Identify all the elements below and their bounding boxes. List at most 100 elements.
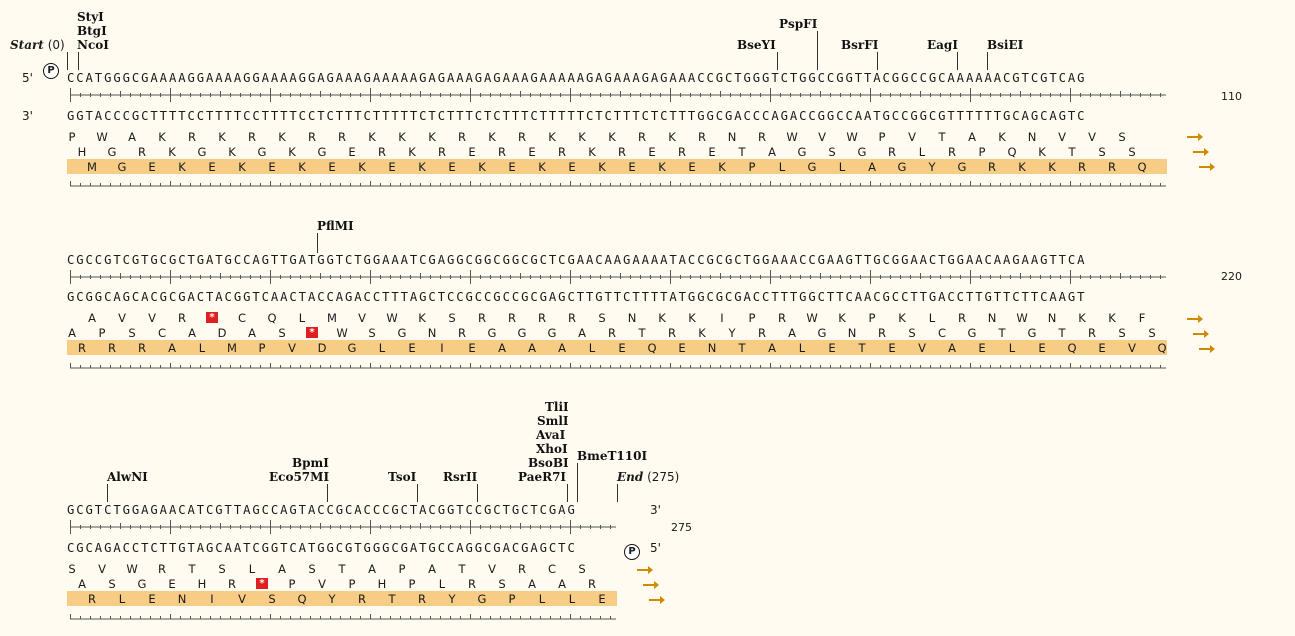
amino-acid: R — [518, 130, 526, 144]
enzyme-label-eagi[interactable]: EagI — [927, 38, 958, 52]
top-strand[interactable]: CCATGGGCGAAAAGGAAAAGGAAAAGGAGAAAGAAAAAGA… — [67, 71, 1087, 85]
amino-acid: A — [428, 562, 436, 576]
amino-acid: K — [1108, 311, 1116, 325]
enzyme-label-xhoi[interactable]: XhoI — [536, 442, 568, 456]
amino-acid: P — [258, 341, 266, 355]
amino-acid: P — [748, 160, 756, 174]
enzyme-tick — [817, 31, 818, 70]
amino-acid: S — [308, 562, 316, 576]
amino-acid: E — [448, 160, 456, 174]
amino-acid: C — [547, 562, 557, 576]
amino-acid: S — [578, 562, 586, 576]
amino-acid: I — [440, 341, 444, 355]
enzyme-label-bsobi[interactable]: BsoBI — [528, 456, 569, 470]
bottom-strand[interactable]: CGCAGACCTCTTGTAGCAATCGGTCATGGCGTGGGCGATG… — [67, 541, 577, 555]
amino-acid: R — [508, 311, 516, 325]
amino-acid: L — [298, 311, 306, 325]
amino-acid: R — [458, 130, 466, 144]
enzyme-label-bsrfi[interactable]: BsrFI — [841, 38, 879, 52]
amino-acid: S — [1148, 326, 1156, 340]
amino-acid: L — [928, 311, 936, 325]
stop-codon: * — [206, 312, 218, 323]
amino-acid: R — [138, 145, 146, 159]
amino-acid: R — [1108, 160, 1116, 174]
enzyme-label-rsrii[interactable]: RsrII — [443, 470, 478, 484]
amino-acid: Y — [328, 592, 336, 606]
amino-acid: G — [857, 145, 867, 159]
amino-acid: T — [638, 326, 646, 340]
enzyme-label-styi[interactable]: StyI — [77, 10, 104, 24]
stop-codon: * — [306, 327, 318, 338]
amino-acid: G — [957, 160, 967, 174]
amino-acid: P — [868, 311, 876, 325]
amino-acid: Q — [1137, 160, 1147, 174]
amino-acid: R — [678, 145, 686, 159]
arrow-right-icon — [1187, 133, 1203, 141]
amino-acid: R — [478, 311, 486, 325]
amino-acid: A — [528, 341, 536, 355]
amino-acid: P — [978, 145, 986, 159]
enzyme-label-paer7i[interactable]: PaeR7I — [518, 470, 567, 484]
enzyme-tick — [577, 463, 578, 502]
amino-acid: S — [368, 326, 376, 340]
amino-acid: E — [328, 160, 336, 174]
enzyme-label-smli[interactable]: SmlI — [537, 414, 569, 428]
amino-acid: S — [1098, 145, 1106, 159]
enzyme-label-tlii[interactable]: TliI — [545, 400, 569, 414]
enzyme-label-pspfi[interactable]: PspFI — [779, 17, 818, 31]
amino-acid: N — [1047, 311, 1057, 325]
enzyme-label-bpmi[interactable]: BpmI — [292, 456, 329, 470]
amino-acid: R — [758, 326, 766, 340]
amino-acid: R — [608, 326, 616, 340]
enzyme-label-tsoi[interactable]: TsoI — [388, 470, 417, 484]
amino-acid: R — [888, 145, 896, 159]
top-strand[interactable]: GCGTCTGGAGAACATCGTTAGCCAGTACCGCACCCGCTAC… — [67, 503, 577, 517]
enzyme-label-ncoi[interactable]: NcoI — [77, 38, 109, 52]
amino-acid: E — [598, 592, 606, 606]
amino-acid: T — [338, 562, 346, 576]
bottom-strand[interactable]: GCGGCAGCACGCGACTACGGTCAACTACCAGACCTTTAGC… — [67, 290, 1087, 304]
amino-acid: Q — [1157, 341, 1167, 355]
amino-acid: W — [1016, 311, 1028, 325]
amino-acid: K — [168, 145, 176, 159]
arrow-right-icon — [1193, 148, 1209, 156]
enzyme-label-eco57mi[interactable]: Eco57MI — [269, 470, 330, 484]
amino-acid: S — [908, 326, 916, 340]
amino-acid: K — [1038, 145, 1046, 159]
top-strand[interactable]: CGCCGTCGTGCGCTGATGCCAGTTGATGGTCTGGAAATCG… — [67, 253, 1087, 267]
amino-acid: R — [568, 311, 576, 325]
amino-acid: L — [568, 592, 576, 606]
orf-highlight — [67, 159, 1167, 174]
enzyme-label-avai[interactable]: AvaI — [536, 428, 566, 442]
end-position: (275) — [647, 470, 680, 484]
position-number: 275 — [671, 521, 692, 534]
amino-acid: R — [638, 130, 646, 144]
enzyme-label-bsiei[interactable]: BsiEI — [987, 38, 1024, 52]
amino-acid: K — [1048, 160, 1056, 174]
enzyme-label-btgi[interactable]: BtgI — [77, 24, 107, 38]
amino-acid: R — [778, 311, 786, 325]
amino-acid: V — [118, 311, 126, 325]
enzyme-label-bseyi[interactable]: BseYI — [737, 38, 776, 52]
amino-acid: A — [88, 311, 96, 325]
amino-acid: E — [508, 160, 516, 174]
amino-acid: G — [477, 592, 487, 606]
amino-acid: R — [758, 130, 766, 144]
enzyme-label-alwni[interactable]: AlwNI — [107, 470, 148, 484]
amino-acid: T — [858, 341, 866, 355]
bottom-strand[interactable]: GGTACCCGCTTTTCCTTTTCCTTTTCCTCTTTCTTTTTCT… — [67, 109, 1087, 123]
amino-acid: E — [568, 160, 576, 174]
amino-acid: R — [468, 577, 476, 591]
amino-acid: A — [188, 326, 196, 340]
amino-acid: E — [208, 160, 216, 174]
amino-acid: W — [786, 130, 798, 144]
amino-acid: K — [358, 160, 366, 174]
amino-acid: A — [278, 562, 286, 576]
amino-acid: A — [968, 130, 976, 144]
amino-acid: S — [448, 311, 456, 325]
enzyme-label-pflmi[interactable]: PflMI — [317, 219, 354, 233]
amino-acid: V — [98, 562, 106, 576]
enzyme-label-bmet110i[interactable]: BmeT110I — [577, 449, 648, 463]
amino-acid: P — [878, 130, 886, 144]
amino-acid: L — [248, 562, 256, 576]
